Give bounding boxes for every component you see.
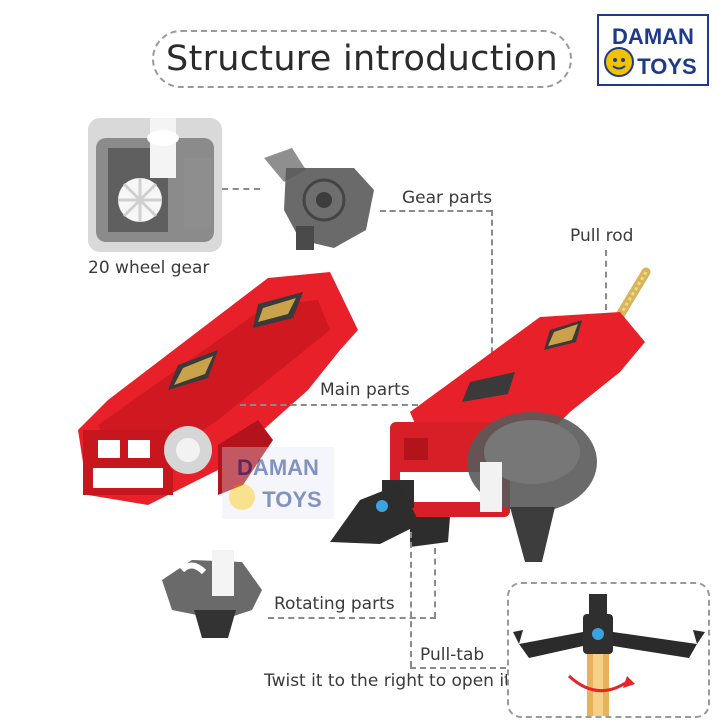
page-title: Structure introduction [166, 39, 558, 79]
watermark-logo: DAMAN TOYS [222, 447, 334, 519]
watermark-graphic: DAMAN TOYS [222, 447, 334, 519]
logo-text-bottom: TOYS [637, 54, 697, 79]
rotating-part-image [162, 550, 262, 638]
leader-rotating-h [268, 617, 436, 619]
watermark-text-top: DAMAN [237, 455, 319, 480]
label-pull-rod: Pull rod [570, 226, 634, 246]
wheel-gear-closeup [88, 118, 222, 252]
launcher-left-image [78, 272, 358, 505]
label-main-parts: Main parts [320, 380, 410, 400]
label-gear-parts: Gear parts [402, 188, 493, 208]
brand-logo: DAMAN TOYS [597, 14, 709, 86]
label-wheel-gear: 20 wheel gear [88, 258, 210, 278]
gear-closeup-image [88, 118, 222, 252]
leader-rotating-v [434, 548, 436, 618]
pull-tab-detail [507, 582, 710, 718]
leader-gear-v [491, 210, 493, 412]
twist-instruction: Twist it to the right to open it [264, 671, 511, 691]
leader-gear-h [380, 210, 492, 212]
gear-part-image [264, 148, 374, 250]
leader-pull-tab-h [410, 667, 506, 669]
leader-main-parts [240, 404, 418, 406]
logo-text-top: DAMAN [612, 24, 694, 49]
brand-logo-graphic: DAMAN TOYS [599, 16, 707, 84]
label-pull-tab: Pull-tab [420, 645, 485, 665]
watermark-text-bottom: TOYS [262, 487, 322, 512]
leader-pull-rod [605, 250, 607, 310]
title-banner: Structure introduction [152, 30, 572, 88]
connector-line [222, 188, 260, 190]
label-rotating-parts: Rotating parts [274, 594, 395, 614]
pull-tab-detail-image [513, 594, 705, 716]
launcher-right-image [330, 267, 651, 562]
leader-pull-tab-v [410, 532, 412, 667]
